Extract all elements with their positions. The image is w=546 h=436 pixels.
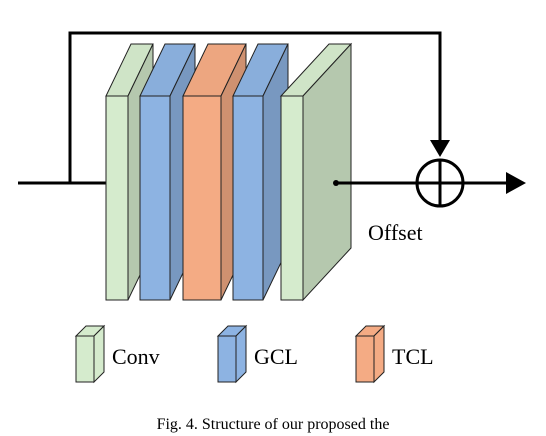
legend-gcl-swatch-side [235, 324, 247, 384]
figure-caption: Fig. 4. Structure of our proposed the [156, 416, 390, 433]
layer-5-conv-front [280, 95, 304, 301]
legend-tcl-swatch-side [373, 324, 385, 384]
output-arrowhead [506, 172, 526, 194]
layer-2-gcl-front [139, 95, 171, 301]
layer-4-gcl-front [232, 95, 264, 301]
layer-3-tcl-front [182, 95, 222, 301]
legend-conv-swatch [75, 335, 95, 383]
layer-stack [105, 42, 353, 302]
legend-conv-swatch-side [93, 324, 105, 384]
legend-conv-label: Conv [112, 344, 160, 369]
legend-gcl-label: GCL [254, 344, 298, 369]
legend-gcl-swatch [217, 335, 237, 383]
sum-node [415, 158, 465, 208]
offset-dot [333, 180, 339, 186]
legend-tcl-swatch [355, 335, 375, 383]
layer-1-conv-front [105, 95, 129, 301]
skip-connection [68, 31, 442, 183]
offset-label: Offset [368, 220, 423, 245]
skip-arrowhead [430, 140, 450, 157]
legend-tcl-label: TCL [392, 344, 434, 369]
legend: Conv GCL TCL [74, 324, 434, 384]
